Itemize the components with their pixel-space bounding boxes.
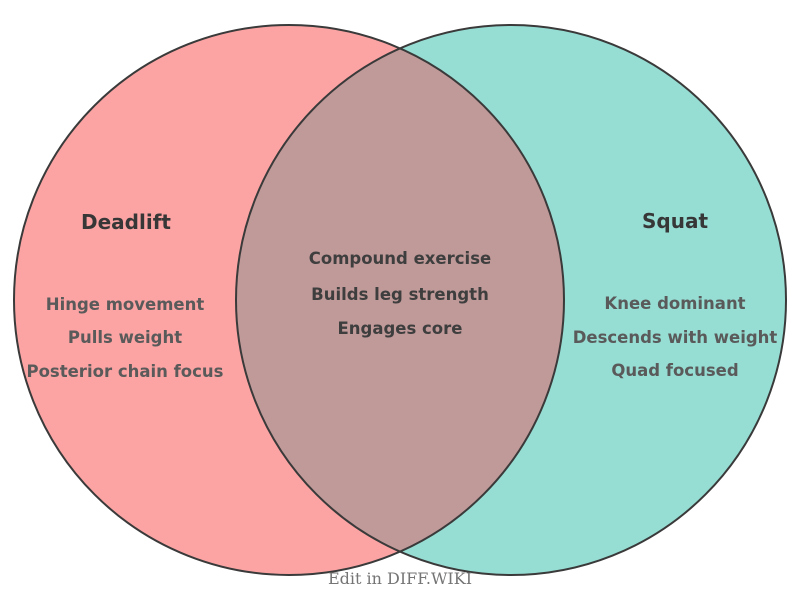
right-set-item-3: Quad focused	[611, 361, 738, 380]
right-set-item-2: Descends with weight	[573, 328, 778, 347]
left-set-title: Deadlift	[81, 210, 171, 234]
right-set-item-1: Knee dominant	[604, 294, 745, 313]
left-set-item-1: Hinge movement	[46, 295, 205, 314]
intersection-item-3: Engages core	[338, 319, 463, 338]
right-set-title: Squat	[642, 209, 708, 233]
intersection-item-2: Builds leg strength	[311, 285, 489, 304]
left-circle-outline	[13, 24, 565, 576]
left-set-item-3: Posterior chain focus	[26, 362, 223, 381]
left-set-item-2: Pulls weight	[68, 328, 182, 347]
intersection-item-1: Compound exercise	[309, 249, 491, 268]
right-circle-outline	[235, 24, 787, 576]
intersection-lens-fill	[236, 48, 564, 552]
edit-link[interactable]: Edit in DIFF.WIKI	[328, 569, 472, 588]
